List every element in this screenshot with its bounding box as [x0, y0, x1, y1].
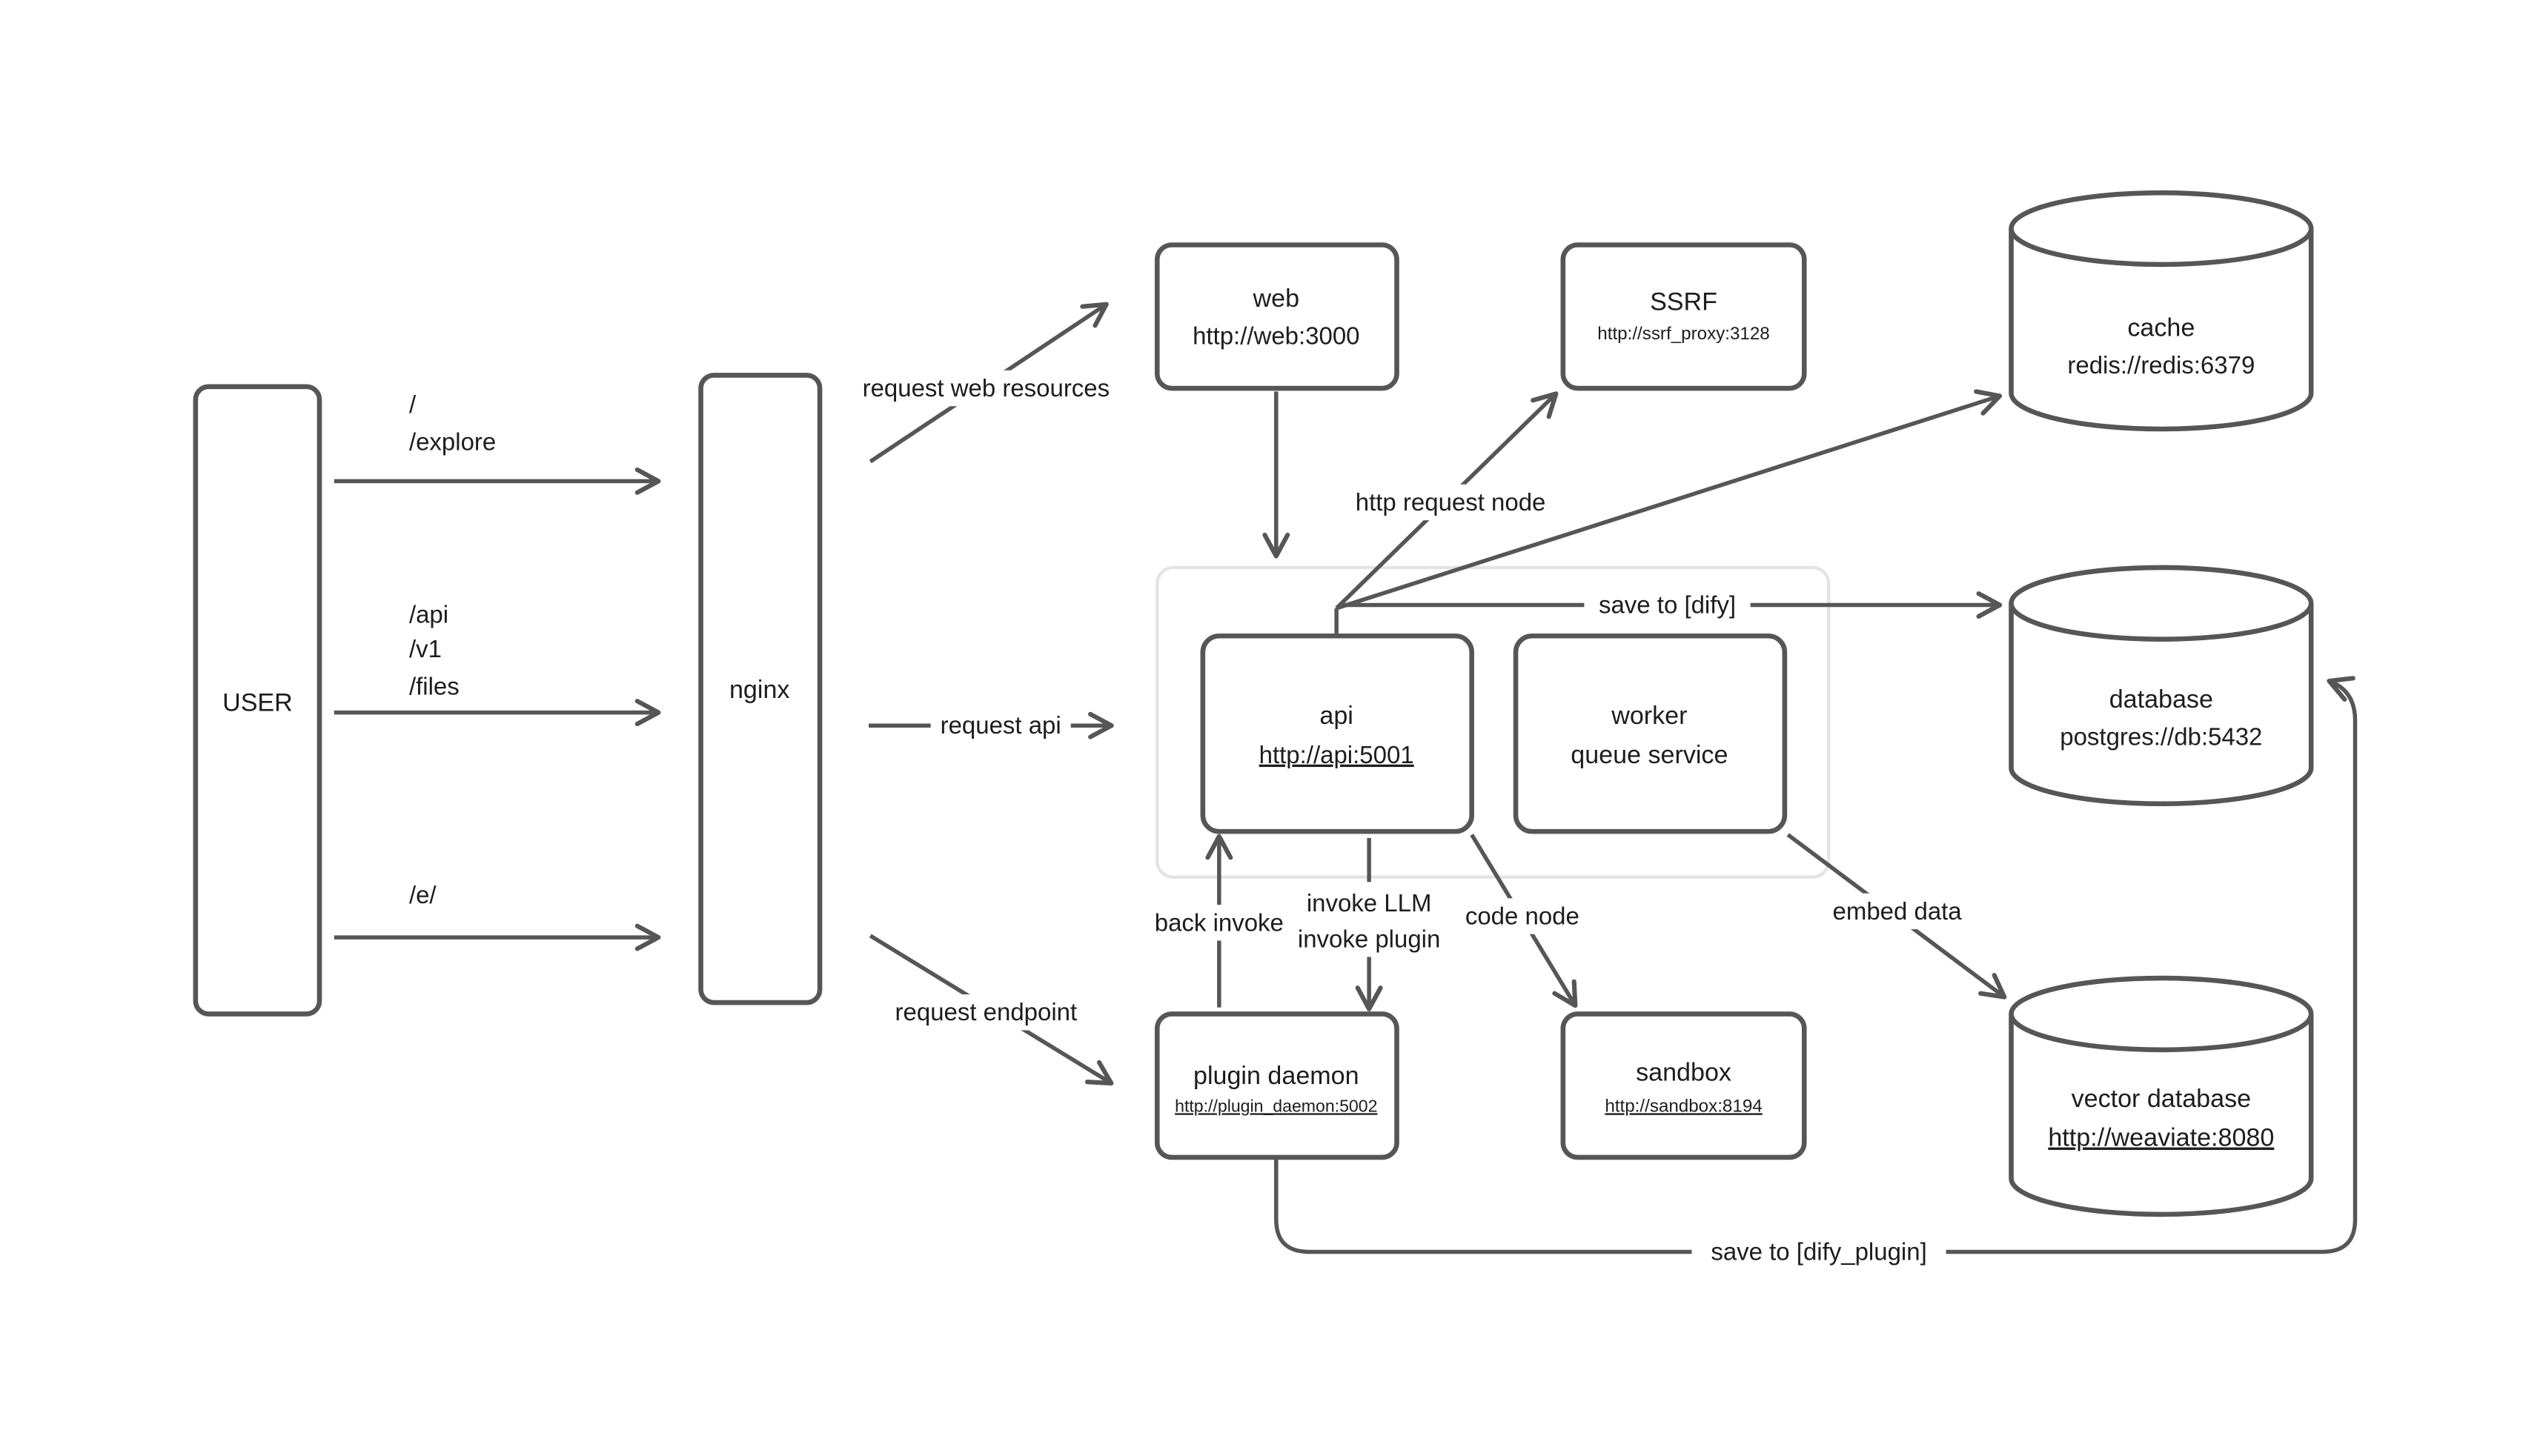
node-plugin-daemon: plugin daemon http://plugin_daemon:5002 [1154, 1011, 1399, 1160]
edge-api-database: save to [dify] [1339, 587, 2003, 623]
node-ssrf: SSRF http://ssrf_proxy:3128 [1560, 242, 1807, 391]
edge-label-bg [886, 994, 1086, 1031]
cache-label: cache [2127, 314, 2195, 342]
node-worker: worker queue service [1513, 633, 1788, 834]
edge-nginx-web: request web resources [857, 302, 1115, 464]
node-user: USER [193, 384, 322, 1017]
edge-line [1274, 676, 2358, 1254]
vector-database-label: vector database [2072, 1085, 2251, 1113]
api-database-edge-label: save to [dify] [1599, 591, 1736, 618]
route-api-label: /api [409, 601, 448, 628]
edge-label-bg [857, 370, 1115, 407]
node-nginx: nginx [698, 373, 823, 1005]
edge-api-ssrf: http request node [1335, 391, 1559, 610]
plugin-daemon-label: plugin daemon [1193, 1062, 1359, 1090]
ssrf-label: SSRF [1650, 287, 1717, 316]
cache-cylinder-body [2009, 228, 2314, 432]
vector-database-cylinder-body [2009, 1014, 2314, 1217]
embed-data-edge-label: embed data [1833, 897, 1963, 925]
save-dify-plugin-edge-label: save to [dify_plugin] [1711, 1237, 1926, 1265]
user-box [193, 384, 322, 1017]
route-root-label: / [409, 390, 417, 418]
database-label: database [2109, 685, 2213, 714]
edge-plugin-daemon-api: back invoke [1145, 834, 1293, 1008]
node-api: api http://api:5001 [1200, 633, 1474, 834]
api-url-link[interactable]: http://api:5001 [1259, 741, 1414, 768]
route-explore-label: /explore [409, 428, 496, 456]
ssrf-box [1560, 242, 1807, 391]
code-node-edge-label: code node [1465, 902, 1579, 929]
sandbox-box [1560, 1011, 1807, 1160]
plugin-daemon-url-link[interactable]: http://plugin_daemon:5002 [1175, 1096, 1377, 1115]
invoke-plugin-edge-label: invoke plugin [1298, 925, 1440, 952]
edge-label-bg [1459, 898, 1586, 934]
nginx-plugin-edge-label: request endpoint [895, 998, 1078, 1025]
edge-worker-vector-database: embed data [1786, 833, 2007, 1000]
dify-services-container [1156, 565, 1831, 879]
edge-plugin-daemon-database: save to [dify_plugin] [1274, 676, 2358, 1270]
edge-nginx-plugin-daemon: request endpoint [869, 934, 1114, 1086]
node-vector-database: vector database http://weaviate:8080 [2009, 975, 2314, 1217]
api-label: api [1319, 702, 1353, 730]
database-cylinder-top [2009, 565, 2314, 642]
web-box [1154, 242, 1399, 391]
route-files-label: /files [409, 672, 460, 699]
worker-sublabel: queue service [1571, 741, 1728, 769]
edge-label-bg [1584, 587, 1751, 623]
edge-api-plugin-daemon: invoke LLM invoke plugin [1287, 837, 1451, 1011]
invoke-llm-edge-label: invoke LLM [1307, 889, 1432, 917]
node-database: database postgres://db:5432 [2009, 565, 2314, 807]
sandbox-url-link[interactable]: http://sandbox:8194 [1605, 1096, 1762, 1116]
edge-user-nginx-api: /api /v1 /files [334, 601, 661, 727]
edge-api-sandbox: code node [1459, 834, 1586, 1008]
edge-label-bg [1827, 893, 1968, 930]
route-e-label: /e/ [409, 881, 437, 908]
nginx-box [698, 373, 823, 1005]
user-label: USER [222, 688, 293, 717]
edge-nginx-api: request api [869, 708, 1114, 744]
plugin-daemon-box [1154, 1011, 1399, 1160]
edge-line [1336, 389, 2003, 611]
edge-user-nginx-e: /e/ [334, 881, 661, 951]
web-label: web [1253, 285, 1300, 313]
worker-label: worker [1611, 702, 1687, 730]
cache-url: redis://redis:6379 [2067, 351, 2255, 379]
database-url: postgres://db:5432 [2060, 723, 2262, 751]
vector-database-cylinder-top [2009, 975, 2314, 1053]
ssrf-url: http://ssrf_proxy:3128 [1597, 324, 1769, 344]
edge-user-nginx-root: / /explore [334, 390, 661, 495]
database-cylinder-body [2009, 603, 2314, 807]
edge-label-bg [930, 708, 1071, 744]
sandbox-label: sandbox [1636, 1059, 1731, 1087]
nginx-label: nginx [729, 676, 789, 704]
nginx-web-edge-label: request web resources [863, 374, 1110, 402]
nginx-api-edge-label: request api [941, 711, 1061, 739]
api-box [1200, 633, 1474, 834]
node-sandbox: sandbox http://sandbox:8194 [1560, 1011, 1807, 1160]
web-url: http://web:3000 [1193, 322, 1359, 350]
node-cache: cache redis://redis:6379 [2009, 190, 2314, 432]
edge-label-bg [1346, 484, 1555, 521]
cache-cylinder-top [2009, 190, 2314, 267]
edge-label-bg [1287, 882, 1451, 957]
edge-label-bg [1691, 1234, 1946, 1270]
node-web: web http://web:3000 [1154, 242, 1399, 391]
worker-box [1513, 633, 1788, 834]
back-invoke-edge-label: back invoke [1155, 908, 1284, 936]
edge-api-cache [1336, 389, 2003, 611]
api-ssrf-edge-label: http request node [1356, 488, 1546, 516]
edge-label-bg [1145, 905, 1293, 941]
route-v1-label: /v1 [409, 635, 442, 662]
vector-database-url-link[interactable]: http://weaviate:8080 [2048, 1124, 2274, 1152]
